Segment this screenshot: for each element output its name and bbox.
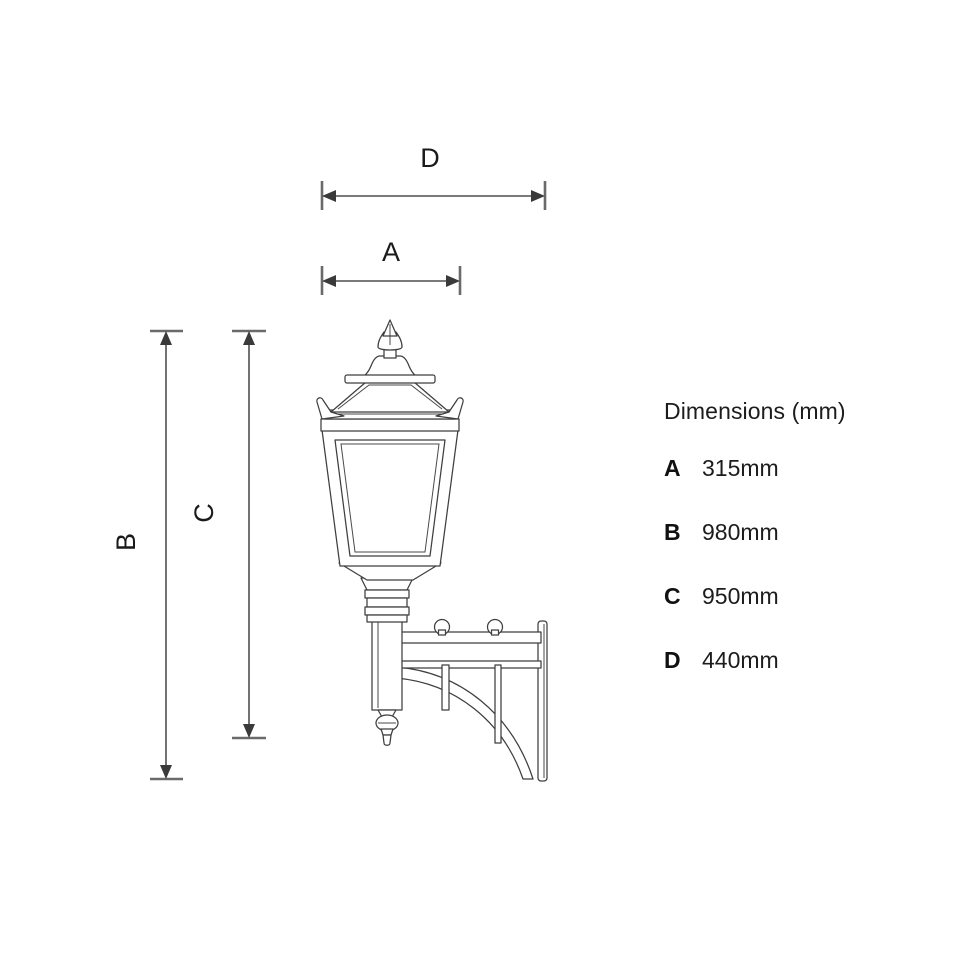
dimension-d: D — [320, 143, 547, 210]
dimension-value-a: 315mm — [702, 455, 779, 481]
dimension-key-c: C — [664, 583, 681, 609]
dimension-b-label: B — [111, 533, 141, 551]
dimension-d-arrow-left — [322, 190, 336, 202]
scroll-brace — [395, 666, 534, 780]
dimension-a-arrow-right — [446, 275, 460, 287]
dimension-b: B — [111, 329, 183, 781]
finial — [377, 319, 403, 359]
dimensions-title: Dimensions (mm) — [664, 398, 846, 424]
wall-plate — [537, 620, 548, 782]
dimension-b-arrow-top — [160, 331, 172, 345]
bracket-arm — [395, 618, 542, 744]
dimension-row-a: A 315mm — [664, 455, 934, 519]
dimension-c: C — [189, 329, 266, 740]
roof-collar — [344, 355, 436, 384]
dimension-row-c: C 950mm — [664, 583, 934, 647]
dimension-d-label: D — [420, 143, 440, 173]
neck — [360, 577, 414, 623]
glass-body — [321, 429, 459, 567]
corner-scrolls — [316, 397, 464, 420]
ball-finials — [433, 618, 504, 636]
dimension-key-b: B — [664, 519, 681, 545]
dimension-key-d: D — [664, 647, 681, 673]
dimension-b-arrow-bottom — [160, 765, 172, 779]
dimension-row-b: B 980mm — [664, 519, 934, 583]
dimension-value-c: 950mm — [702, 583, 779, 609]
dimension-c-label: C — [189, 503, 219, 523]
stem — [371, 619, 403, 711]
drop-finial — [375, 709, 399, 746]
dimension-c-arrow-top — [243, 331, 255, 345]
dimension-a: A — [320, 237, 462, 295]
dimensions-panel: Dimensions (mm) A 315mm B 980mm C 950mm … — [664, 398, 934, 711]
dimension-value-d: 440mm — [702, 647, 779, 673]
dimension-d-arrow-right — [531, 190, 545, 202]
dimension-row-d: D 440mm — [664, 647, 934, 711]
dimension-a-label: A — [382, 237, 400, 267]
roof — [330, 381, 450, 413]
dimension-c-arrow-bottom — [243, 724, 255, 738]
cornice — [320, 409, 460, 432]
dimension-key-a: A — [664, 455, 681, 481]
lantern-assembly — [316, 319, 548, 782]
dimension-value-b: 980mm — [702, 519, 779, 545]
dimension-a-arrow-left — [322, 275, 336, 287]
